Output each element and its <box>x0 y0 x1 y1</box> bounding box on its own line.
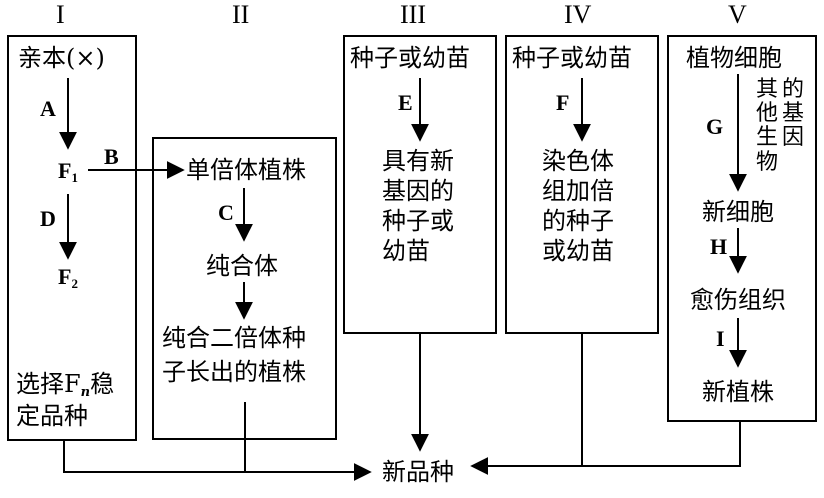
step-d-label: D <box>40 206 56 231</box>
numeral-5: V <box>728 0 747 29</box>
select-fn-label: 选择Fn稳 <box>16 370 115 400</box>
haploid-plant-label: 单倍体植株 <box>186 156 306 184</box>
new-cell-label: 新细胞 <box>702 198 774 226</box>
other-genes-col-right: 的 基 因 <box>782 77 805 151</box>
callus-label: 愈伤组织 <box>690 286 786 314</box>
diploid-line1: 纯合二倍体种 <box>162 324 306 352</box>
f2-label: F2 <box>58 264 78 291</box>
parent-label: 亲本(×) <box>18 44 105 72</box>
step-i-label: I <box>716 326 725 351</box>
step-g-label: G <box>706 114 724 139</box>
other-genes-col-left: 其 他 生 物 <box>756 77 779 175</box>
stable-variety-label: 定品种 <box>16 402 88 430</box>
seed-label-4: 种子或幼苗 <box>512 44 632 72</box>
new-plant-label: 新植株 <box>702 378 774 406</box>
seed-label-3: 种子或幼苗 <box>350 44 470 72</box>
numeral-4: IV <box>564 0 592 29</box>
new-gene-seed-label: 具有新 基因的 种子或 幼苗 <box>382 147 454 265</box>
step-e-label: E <box>398 90 413 115</box>
step-a-label: A <box>40 96 56 121</box>
f1-label: F1 <box>58 158 78 185</box>
diploid-line2: 子长出的植株 <box>162 358 306 386</box>
box-1 <box>7 35 137 441</box>
step-f-label: F <box>556 90 570 115</box>
numeral-1: I <box>56 0 65 29</box>
doubled-chromosome-label: 染色体 组加倍 的种子 或幼苗 <box>542 147 614 265</box>
step-b-label: B <box>104 144 119 169</box>
step-h-label: H <box>710 234 728 259</box>
plant-cell-label: 植物细胞 <box>686 44 782 72</box>
homozygote-label: 纯合体 <box>206 252 278 280</box>
box-5 <box>667 35 817 422</box>
numeral-2: II <box>232 0 250 29</box>
step-c-label: C <box>218 200 234 225</box>
numeral-3: III <box>400 0 426 29</box>
new-variety-label: 新品种 <box>382 458 454 486</box>
